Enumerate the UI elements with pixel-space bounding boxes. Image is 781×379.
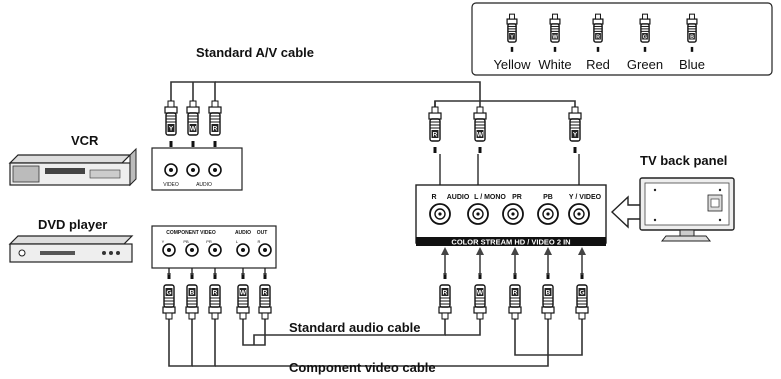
- tv-r-label: R: [431, 194, 436, 201]
- legend-plug-white-letter: W: [552, 34, 558, 40]
- av-plug-vcr-2-letter: R: [213, 126, 218, 133]
- tv-bottom-plug-1: W: [473, 273, 487, 320]
- plug-group: Y W R R W Y G B R W R R W R B G: [162, 100, 589, 320]
- av-plug-vcr-2: R: [208, 100, 222, 147]
- dvd-plug-4: R: [258, 273, 272, 320]
- dvd-audio-label: AUDIO: [235, 230, 251, 236]
- tv-device: TV back panel: [639, 153, 735, 242]
- av-plug-vcr-0-letter: Y: [169, 126, 174, 133]
- av-plug-tv-0-letter: R: [433, 132, 438, 139]
- legend-label-white: White: [538, 57, 571, 72]
- av-plug-vcr-1: W: [186, 100, 200, 147]
- dvd-output-panel: COMPONENT VIDEO AUDIO OUT Y PB PR L R: [151, 225, 277, 269]
- tv-bottom-plug-4: G: [575, 273, 589, 320]
- tv-bottom-plug-3: B: [541, 273, 555, 320]
- av-plug-tv-1: W: [473, 106, 487, 153]
- legend-plug-white: W: [549, 13, 561, 52]
- av-plug-tv-2-letter: Y: [573, 132, 578, 139]
- legend-plug-yellow: Y: [506, 13, 518, 52]
- vcr-audio-label: AUDIO: [196, 182, 212, 188]
- cable-wires: [168, 81, 583, 367]
- av-plug-vcr-0: Y: [164, 100, 178, 147]
- dvd-plug-0-letter: G: [166, 290, 171, 297]
- vcr-label: VCR: [71, 133, 99, 148]
- av-plug-vcr-1-letter: W: [190, 126, 197, 133]
- legend-plug-green-letter: G: [643, 34, 647, 40]
- tv-input-bar-label: COLOR STREAM HD / VIDEO 2 IN: [451, 238, 570, 247]
- legend-plug-blue: B: [686, 13, 698, 52]
- tv-bottom-plug-1-letter: W: [477, 290, 484, 297]
- vcr-output-panel: VIDEO AUDIO: [151, 147, 243, 191]
- tv-lmono-label: L / MONO: [474, 194, 506, 201]
- legend-label-blue: Blue: [679, 57, 705, 72]
- tv-label: TV back panel: [640, 153, 727, 168]
- tv-input-panel: COLOR STREAM HD / VIDEO 2 IN R AUDIO L /…: [415, 184, 607, 247]
- component-cable-label: Component video cable: [289, 360, 436, 375]
- dvd-plug-3: W: [236, 273, 250, 320]
- dvd-y-label: Y: [162, 239, 165, 244]
- dvd-plug-4-letter: R: [263, 290, 268, 297]
- tv-bottom-plug-2-letter: R: [513, 290, 518, 297]
- legend-plug-blue-letter: B: [690, 34, 694, 40]
- dvd-plug-1-letter: B: [190, 290, 195, 297]
- dvd-device: DVD player: [8, 217, 134, 263]
- legend-label-green: Green: [627, 57, 663, 72]
- tv-bottom-plug-0: R: [438, 273, 452, 320]
- dvd-plug-3-letter: W: [240, 290, 247, 297]
- vcr-video-label: VIDEO: [163, 182, 179, 188]
- dvd-r-label: R: [258, 239, 261, 244]
- legend-plug-red: R: [592, 13, 604, 52]
- dvd-out-label: OUT: [257, 230, 268, 236]
- av-plug-tv-1-letter: W: [477, 132, 484, 139]
- av-plug-tv-0: R: [428, 106, 442, 153]
- legend-plug-red-letter: R: [596, 34, 600, 40]
- dvd-plug-2-letter: R: [213, 290, 218, 297]
- av-plug-tv-2: Y: [568, 106, 582, 153]
- legend-plug-yellow-letter: Y: [510, 34, 514, 40]
- dvd-pb-label: PB: [183, 239, 189, 244]
- vcr-device: VCR: [8, 133, 137, 187]
- tv-yvideo-label: Y / VIDEO: [569, 194, 602, 201]
- audio-cable-label: Standard audio cable: [289, 320, 420, 335]
- legend-plug-green: G: [639, 13, 651, 52]
- dvd-l-label: L: [236, 239, 239, 244]
- tv-bottom-plug-3-letter: B: [546, 290, 551, 297]
- dvd-plug-0: G: [162, 273, 176, 320]
- dvd-plug-1: B: [185, 273, 199, 320]
- tv-bottom-plug-0-letter: R: [443, 290, 448, 297]
- dvd-component-label: COMPONENT VIDEO: [166, 230, 216, 236]
- tv-pr-label: PR: [512, 194, 522, 201]
- dvd-pr-label: PR: [206, 239, 212, 244]
- tv-bottom-plug-4-letter: G: [579, 290, 584, 297]
- dvd-label: DVD player: [38, 217, 107, 232]
- dvd-plug-2: R: [208, 273, 222, 320]
- av-cable-label: Standard A/V cable: [196, 45, 314, 60]
- tv-audio-label: AUDIO: [447, 194, 470, 201]
- legend-label-yellow: Yellow: [493, 57, 531, 72]
- color-legend: Y W R G B Yellow White Red Green Blue: [471, 2, 773, 76]
- tv-bottom-plug-2: R: [508, 273, 522, 320]
- legend-label-red: Red: [586, 57, 610, 72]
- tv-pb-label: PB: [543, 194, 553, 201]
